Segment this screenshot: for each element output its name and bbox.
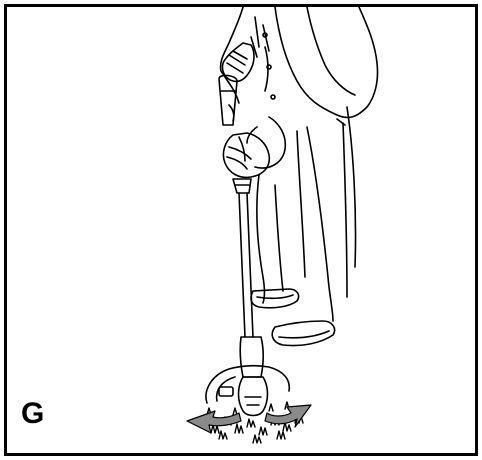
string-trimmer [205, 74, 291, 417]
sweep-arrow-right [264, 404, 312, 428]
operator-figure [219, 7, 379, 347]
sweep-arrow-left [186, 410, 242, 434]
string-trimmer-illustration [186, 7, 379, 444]
figure-label: G [21, 397, 45, 430]
figure-frame: G [4, 4, 478, 456]
